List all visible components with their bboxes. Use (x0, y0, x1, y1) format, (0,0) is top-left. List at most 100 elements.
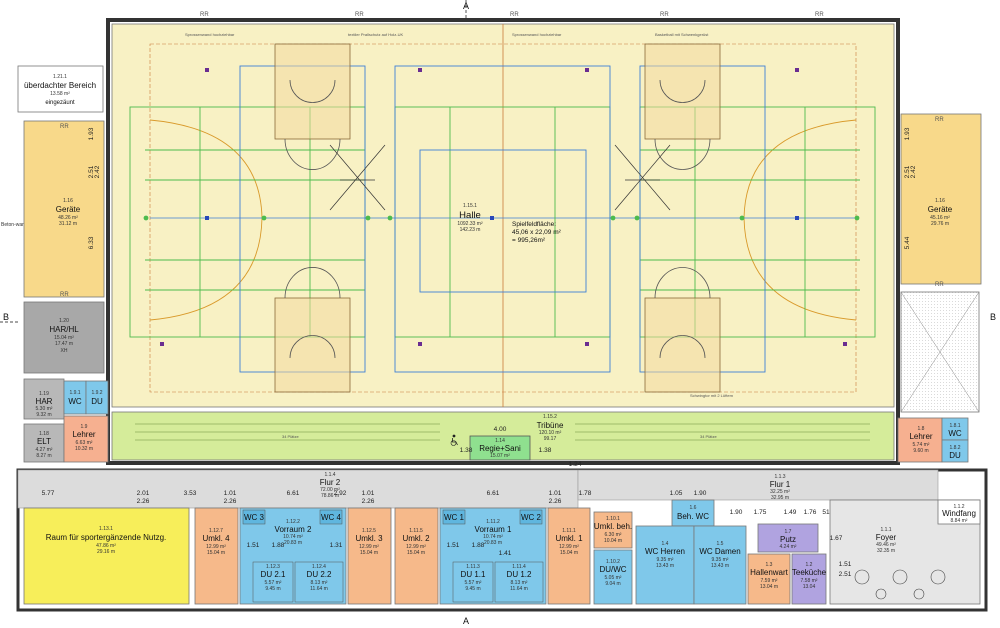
du12-perimeter: 11.64 m (510, 586, 528, 592)
wc-left-id: 1.9.1 (69, 390, 80, 396)
room-lehrer-right[interactable] (897, 417, 943, 463)
room-geraete-left[interactable] (23, 120, 105, 298)
vorraum2-area: 10.74 m² (283, 534, 303, 540)
room-flur2[interactable] (17, 469, 579, 509)
dim-1-51c: 1.51 (839, 561, 852, 568)
dim-1-88b: 1.88 (472, 542, 485, 549)
axis-right-label: B (990, 312, 996, 322)
room-elt[interactable] (23, 423, 65, 463)
dim-2-92: 2.92 (334, 490, 347, 497)
room-umkl3[interactable] (347, 507, 392, 605)
tribuene-id: 1.15.2 (543, 414, 557, 420)
vorraum2-perimeter: 20.83 m (284, 540, 302, 546)
dim-2-26c: 2.26 (362, 498, 375, 505)
hallenwart-id: 1.3 (766, 562, 773, 568)
du21-name: DU 2.1 (261, 570, 286, 579)
rr-top-2: RR (355, 12, 364, 18)
geraete-right-id: 1.16 (935, 198, 945, 204)
axis-top-label: A (463, 1, 469, 11)
room-umkl1[interactable] (547, 507, 591, 605)
room-raum-sport[interactable] (23, 507, 190, 605)
room-wc3[interactable] (242, 509, 266, 525)
beton-label: Beton-wan (1, 222, 25, 228)
windfang-area: 8.84 m² (951, 518, 968, 524)
room-hallenwart[interactable] (747, 553, 791, 605)
du-right-name: DU (949, 451, 961, 460)
du-left-name: DU (91, 397, 103, 406)
geraete-left-area: 48.26 m² (58, 215, 78, 221)
wc-herren-id: 1.4 (662, 541, 669, 547)
room-du-left[interactable] (85, 380, 109, 415)
room-umkl2[interactable] (394, 507, 439, 605)
wc-herren-perimeter: 13.43 m (656, 563, 674, 569)
vorraum1-perimeter: 20.83 m (484, 540, 502, 546)
geraete-right-area: 45.16 m² (930, 215, 950, 221)
dim-2-51l: 2.51 (88, 165, 95, 178)
room-har-hl[interactable] (23, 301, 105, 374)
room-du11[interactable] (452, 561, 494, 603)
umkl2-perimeter: 15.04 m (407, 550, 425, 556)
room-regie[interactable] (469, 435, 531, 461)
room-du-wc[interactable] (593, 549, 633, 605)
du-right-id: 1.8.2 (949, 445, 960, 451)
umkl4-name: Umkl. 4 (202, 534, 230, 543)
room-du21[interactable] (252, 561, 294, 603)
ueberdacht-note: eingezäunt (45, 100, 75, 106)
putz-area: 4.24 m² (780, 544, 797, 550)
umkl1-name: Umkl. 1 (555, 534, 583, 543)
room-har[interactable] (23, 378, 65, 420)
room-wc-damen[interactable] (693, 525, 747, 605)
raum-sport-area: 47.86 m² (96, 543, 116, 549)
room-teekueche[interactable] (791, 553, 827, 605)
rr-top-4: RR (660, 12, 669, 18)
umkl3-area: 12.99 m² (359, 544, 379, 550)
har-id: 1.19 (39, 391, 49, 397)
wc4-name: WC 4 (321, 513, 342, 522)
court-dots (143, 68, 860, 346)
room-lehrer-left[interactable] (63, 415, 109, 463)
room-flur1[interactable] (577, 469, 939, 501)
dim-4-00: 4.00 (494, 426, 507, 433)
room-du12[interactable] (494, 561, 544, 603)
du-left-id: 1.9.2 (91, 390, 102, 396)
room-du-right[interactable] (941, 439, 969, 463)
lehrer-left-area: 6.63 m² (76, 440, 93, 446)
beh-wc-id: 1.6 (690, 505, 697, 511)
lehrer-left-name: Lehrer (72, 430, 95, 439)
room-du22[interactable] (294, 561, 344, 603)
lehrer-right-perimeter: 9.60 m (913, 448, 928, 454)
wc-right-id: 1.8.1 (949, 423, 960, 429)
teekueche-perimeter: 13.04 (803, 584, 816, 590)
room-putz[interactable] (757, 523, 819, 553)
dim-5-44: 5.44 (904, 236, 911, 249)
du22-perimeter: 11.64 m (310, 586, 328, 592)
room-geraete-right[interactable] (900, 113, 982, 285)
dim-1-49: 1.49 (784, 509, 797, 516)
windfang-id: 1.1.2 (953, 504, 964, 510)
dimension-labels: 5.77 2.01 2.26 3.53 1.01 2.26 6.61 2.92 … (42, 127, 917, 578)
lehrer-right-area: 5.74 m² (913, 442, 930, 448)
room-windfang[interactable] (937, 499, 981, 525)
room-wc1[interactable] (442, 509, 466, 525)
room-umkl4[interactable] (194, 507, 239, 605)
har-hl-area: 15.04 m² (54, 335, 74, 341)
teekueche-name: Teeküche (792, 568, 827, 577)
room-wc-herren[interactable] (635, 525, 695, 605)
umkl-beh-name: Umkl. beh. (594, 522, 632, 531)
note-prallschutz-2: textiler Prallschutz auf Holz-UK (348, 32, 403, 37)
room-ueberdacht[interactable] (17, 65, 104, 113)
umkl3-perimeter: 15.04 m (360, 550, 378, 556)
du-wc-area: 5.05 m² (605, 575, 622, 581)
room-beh-wc[interactable] (671, 499, 715, 527)
tribuene-rows (135, 423, 870, 441)
hall-perimeter: 142.23 m (460, 227, 481, 233)
room-wc4[interactable] (319, 509, 343, 525)
stair-right-lines (900, 291, 980, 413)
dim-1-51b: 1.51 (447, 542, 460, 549)
dim-1-01b: 1.01 (362, 490, 375, 497)
har-hl-id: 1.20 (59, 318, 69, 324)
room-umkl-beh[interactable] (593, 511, 633, 549)
room-wc2[interactable] (519, 509, 543, 525)
foyer-id: 1.1.1 (880, 527, 891, 533)
